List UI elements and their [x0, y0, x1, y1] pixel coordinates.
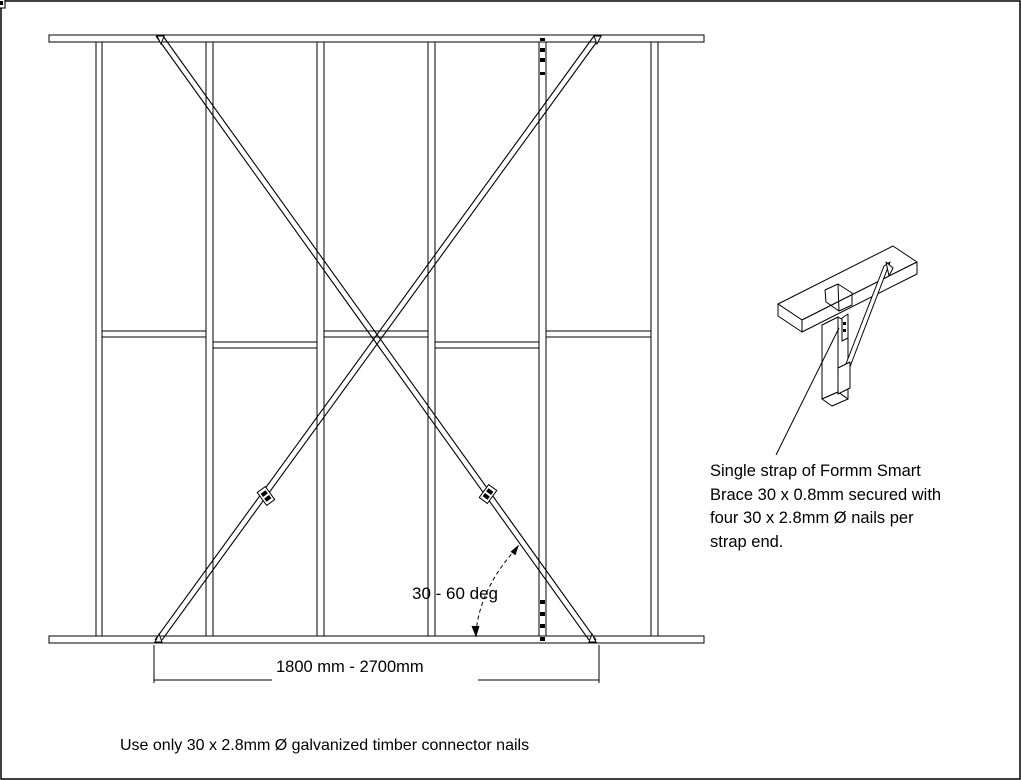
angle-arc: [475, 548, 517, 634]
strap-end: [156, 35, 165, 46]
brace-strap-descending: [155, 35, 597, 641]
bottom-plate: [48, 635, 705, 644]
top-plate: [48, 34, 705, 43]
nail-mark: [540, 58, 545, 62]
detail-strap-end: [885, 261, 894, 277]
angle-indicator: [471, 544, 520, 638]
stud: [205, 41, 214, 637]
angle-arrowhead: [510, 544, 520, 556]
callout-text: Single strap of Formm Smart Brace 30 x 0…: [710, 462, 946, 551]
callout-leader-line: [775, 327, 840, 456]
brace-straps: [0, 0, 602, 641]
angle-label: 30 - 60 deg: [412, 584, 498, 603]
callout-line-2: Brace 30 x 0.8mm secured with: [710, 486, 941, 504]
nogging: [212, 341, 318, 349]
detail-strap-on-stud: [841, 313, 849, 342]
nail-mark: [540, 72, 545, 75]
callout-line-3: four 30 x 2.8mm Ø nails per: [710, 509, 914, 527]
strap-end: [588, 632, 597, 643]
detail-stud-bottom: [821, 391, 849, 407]
stud-nail-marks: [540, 38, 545, 641]
nogging: [101, 330, 207, 338]
brace-strap-ascending: [154, 35, 602, 641]
nail-mark: [540, 38, 545, 41]
detail-nogging: [837, 361, 851, 395]
callout-line-1: Single strap of Formm Smart: [710, 462, 921, 480]
strap-tensioner: [0, 0, 6, 9]
nail-mark: [540, 48, 545, 52]
nogging: [434, 341, 540, 349]
nail-mark: [540, 637, 545, 641]
nogging: [545, 330, 652, 338]
stud: [316, 41, 325, 637]
stud: [95, 41, 103, 637]
nail-mark: [540, 600, 545, 604]
nail-mark: [540, 612, 545, 616]
footer-note: Use only 30 x 2.8mm Ø galvanized timber …: [120, 737, 529, 754]
tensioner-left: [256, 485, 276, 507]
span-dimension: [153, 645, 600, 683]
strap-end: [593, 35, 602, 46]
strap-detail-sketch: [777, 245, 918, 407]
span-label: 1800 mm - 2700mm: [276, 658, 424, 676]
stud: [538, 41, 547, 637]
nail-mark: [540, 624, 545, 628]
strap-end-marks: [154, 35, 602, 643]
callout-line-4: strap end.: [710, 533, 783, 551]
stud: [650, 41, 659, 637]
angle-arrowhead: [471, 625, 480, 638]
wall-frame: [48, 34, 705, 644]
stud: [427, 41, 436, 637]
strap-end: [154, 632, 163, 643]
tensioner-right: [478, 483, 498, 505]
